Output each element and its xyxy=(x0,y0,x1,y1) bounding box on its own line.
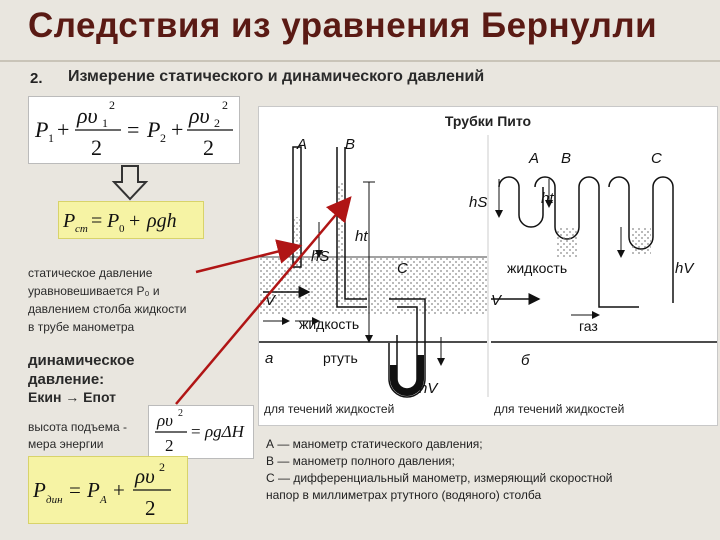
height-formula: ρυ 2 2 = ρgΔH xyxy=(148,405,254,459)
height-caption-line: мера энергии xyxy=(28,437,104,451)
pitot-tubes-diagram: Трубки Пито xyxy=(258,106,718,426)
svg-text:ρυ: ρυ xyxy=(188,103,210,128)
svg-text:1: 1 xyxy=(48,131,54,145)
svg-text:+: + xyxy=(171,117,183,142)
right-hs-label: hS xyxy=(469,194,487,211)
legend-c-line2: напор в миллиметрах ртутного (водяного) … xyxy=(266,488,542,502)
right-tube-c-label: C xyxy=(651,150,662,167)
title-divider xyxy=(0,60,720,62)
left-hs-label: hS xyxy=(311,248,329,265)
legend-c-line1: С — дифференциальный манометр, измеряющи… xyxy=(266,471,613,485)
svg-text:2: 2 xyxy=(159,460,165,474)
caption-line: статическое давление xyxy=(28,266,153,280)
height-caption: высота подъема - мера энергии xyxy=(28,419,158,453)
svg-text:=: = xyxy=(69,478,81,502)
right-tube-b-label: B xyxy=(561,150,571,167)
left-tube-c-label: C xyxy=(397,260,408,277)
right-liquid-label: жидкость xyxy=(507,260,567,276)
legend-a: А — манометр статического давления; xyxy=(266,437,483,451)
diagram-title: Трубки Пито xyxy=(444,113,532,129)
section-number: 2. xyxy=(30,70,43,87)
dynamic-heading-line: давление: xyxy=(28,371,105,388)
left-tube-a-label: A xyxy=(296,136,307,153)
svg-text:2: 2 xyxy=(109,98,115,112)
right-panel-letter: б xyxy=(521,352,530,369)
svg-text:ρgΔH: ρgΔH xyxy=(204,422,246,441)
svg-text:ρυ: ρυ xyxy=(134,464,155,488)
svg-text:P: P xyxy=(32,478,46,502)
svg-text:P: P xyxy=(86,478,100,502)
right-hv-label: hV xyxy=(675,260,695,277)
left-mercury-label: ртуть xyxy=(323,350,358,366)
svg-text:ρυ: ρυ xyxy=(76,103,98,128)
right-tube-a-label: A xyxy=(528,150,539,167)
svg-text:P: P xyxy=(62,210,75,232)
caption-line: в трубе манометра xyxy=(28,320,135,334)
svg-text:P: P xyxy=(106,210,119,232)
svg-text:2: 2 xyxy=(91,135,102,160)
svg-text:1: 1 xyxy=(102,116,108,130)
svg-text:2: 2 xyxy=(222,98,228,112)
svg-text:2: 2 xyxy=(178,408,183,419)
caption-line: уравновешивается P₀ и xyxy=(28,284,160,298)
slide-title: Следствия из уравнения Бернулли xyxy=(28,6,658,45)
static-pressure-caption: статическое давление уравновешивается P₀… xyxy=(28,264,186,336)
right-flow-label: V xyxy=(491,292,503,309)
svg-text:=: = xyxy=(91,210,102,232)
pitot-tubes-illustration: A B C hS ht hV V а жидкость ртуть A B xyxy=(259,135,717,398)
svg-text:=: = xyxy=(127,117,139,142)
svg-text:2: 2 xyxy=(203,135,214,160)
svg-text:=: = xyxy=(191,422,201,441)
svg-text:+: + xyxy=(57,117,69,142)
svg-text:A: A xyxy=(99,494,107,506)
svg-text:дин: дин xyxy=(46,494,63,506)
left-liquid-label: жидкость xyxy=(299,316,359,332)
svg-text:ρυ: ρυ xyxy=(156,411,173,430)
svg-text:2: 2 xyxy=(214,116,220,130)
energy-conversion-label: Eкин → Eпот xyxy=(28,389,117,405)
svg-text:ст: ст xyxy=(75,223,88,235)
tube-legend: А — манометр статического давления; В — … xyxy=(266,436,716,504)
svg-text:P: P xyxy=(34,117,48,142)
svg-text:0: 0 xyxy=(119,223,125,235)
svg-text:+: + xyxy=(129,210,140,232)
left-tube-b-label: B xyxy=(345,136,355,153)
legend-b: В — манометр полного давления; xyxy=(266,454,455,468)
dynamic-pressure-heading: динамическое давление: xyxy=(28,351,134,389)
svg-text:ρgh: ρgh xyxy=(146,210,177,232)
left-panel-letter: а xyxy=(265,350,273,367)
svg-text:+: + xyxy=(113,478,125,502)
svg-text:2: 2 xyxy=(165,436,174,455)
left-hv-label: hV xyxy=(419,380,439,397)
dynamic-heading-line: динамическое xyxy=(28,352,135,369)
caption-line: давлением столба жидкости xyxy=(28,302,187,316)
svg-text:2: 2 xyxy=(145,496,156,520)
right-diagram-caption: для течений жидкостей xyxy=(494,402,625,416)
left-diagram-caption: для течений жидкостей xyxy=(264,402,395,416)
left-ht-label: ht xyxy=(355,228,368,245)
down-arrow-icon xyxy=(111,165,149,201)
height-caption-line: высота подъема - xyxy=(28,420,127,434)
svg-text:2: 2 xyxy=(160,131,166,145)
right-gas-label: газ xyxy=(579,318,598,334)
section-title: Измерение статического и динамического д… xyxy=(68,68,485,85)
svg-text:P: P xyxy=(146,117,160,142)
right-ht-label: ht xyxy=(541,190,554,207)
